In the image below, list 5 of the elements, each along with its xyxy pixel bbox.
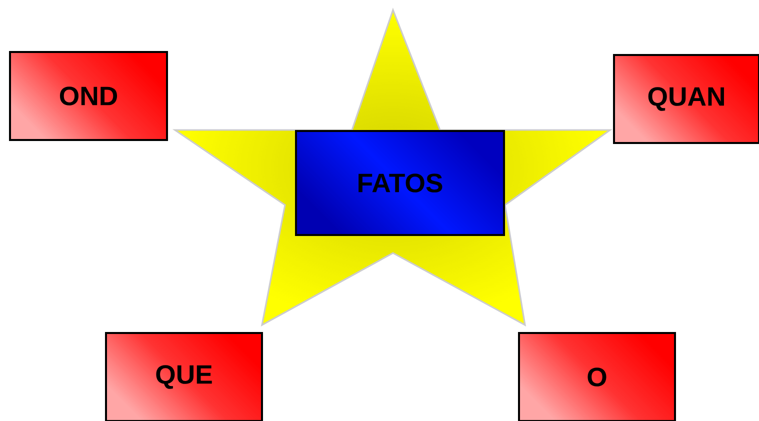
label-box: QUAN xyxy=(613,54,759,144)
label-box: QUE xyxy=(105,332,263,421)
label-box: O xyxy=(518,332,676,421)
label-box: FATOS xyxy=(295,130,505,236)
label-box: OND xyxy=(9,51,168,141)
